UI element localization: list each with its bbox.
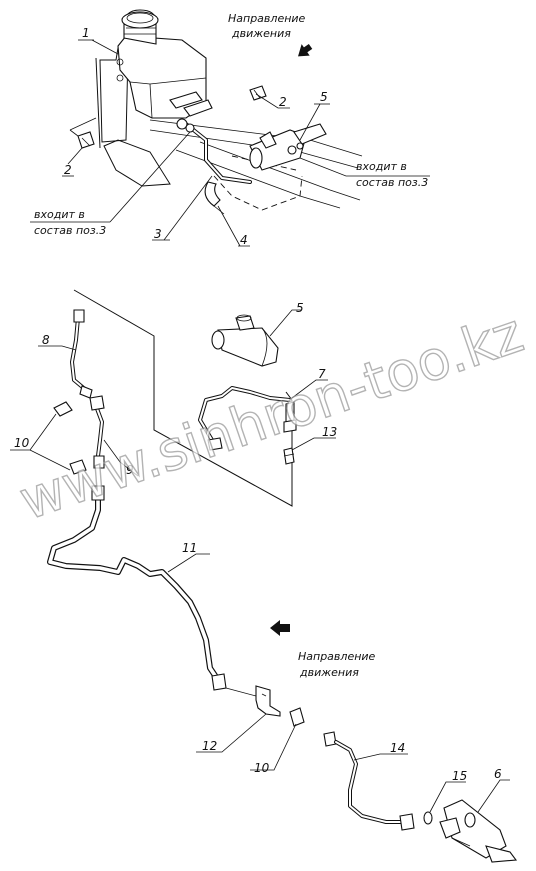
- callout-12: 12: [202, 739, 217, 753]
- callout-5-lower: 5: [296, 301, 304, 315]
- clip-10-upper: [53, 401, 73, 417]
- callout-3: 3: [154, 227, 162, 241]
- nut-2-right: [249, 85, 267, 101]
- callout-10-left: 10: [14, 436, 30, 450]
- nut-2-left: [77, 131, 95, 149]
- callout-5-top: 5: [320, 90, 328, 104]
- pipe-8: [70, 309, 93, 399]
- callout-2-left: 2: [64, 163, 72, 177]
- master-cylinder-top: [249, 123, 327, 171]
- washer-15: [423, 811, 433, 825]
- included-label-right-line2: состав поз.3: [356, 176, 428, 189]
- included-label-right-line1: входит в: [356, 160, 407, 173]
- callout-1: 1: [82, 26, 90, 40]
- reservoir-tank: [116, 9, 213, 119]
- bracket-12: [255, 685, 281, 717]
- direction-label-top-line2: движения: [231, 27, 291, 40]
- callout-8: 8: [42, 333, 50, 347]
- pipe-11: [47, 485, 227, 691]
- callout-4: 4: [240, 233, 248, 247]
- direction-label-lower-line1: Направление: [298, 650, 376, 663]
- clip-10-lower: [69, 459, 87, 475]
- callout-11: 11: [182, 541, 197, 555]
- top-assembly: [30, 9, 430, 247]
- hose-14: [323, 731, 415, 831]
- master-cylinder-lower: [211, 314, 279, 367]
- callout-6: 6: [494, 767, 502, 781]
- pipe-7: [198, 386, 297, 451]
- clip-10-bracket: [289, 707, 305, 727]
- callout-14: 14: [390, 741, 405, 755]
- slave-cylinder-6: [439, 799, 518, 863]
- callout-13: 13: [322, 425, 337, 439]
- direction-label-top-line1: Направление: [228, 12, 306, 25]
- part-13: [283, 447, 295, 465]
- included-label-left-line1: входит в: [34, 208, 85, 221]
- pipe-9: [89, 395, 105, 469]
- watermark-text: www.sinhron-too.kz: [12, 301, 531, 532]
- callout-15: 15: [452, 769, 467, 783]
- callout-10-lower: 10: [254, 761, 270, 775]
- included-label-left-line2: состав поз.3: [34, 224, 106, 237]
- callout-2-right: 2: [279, 95, 287, 109]
- direction-label-lower-line2: движения: [299, 666, 359, 679]
- callout-9: 9: [126, 463, 134, 477]
- callout-7: 7: [318, 367, 326, 381]
